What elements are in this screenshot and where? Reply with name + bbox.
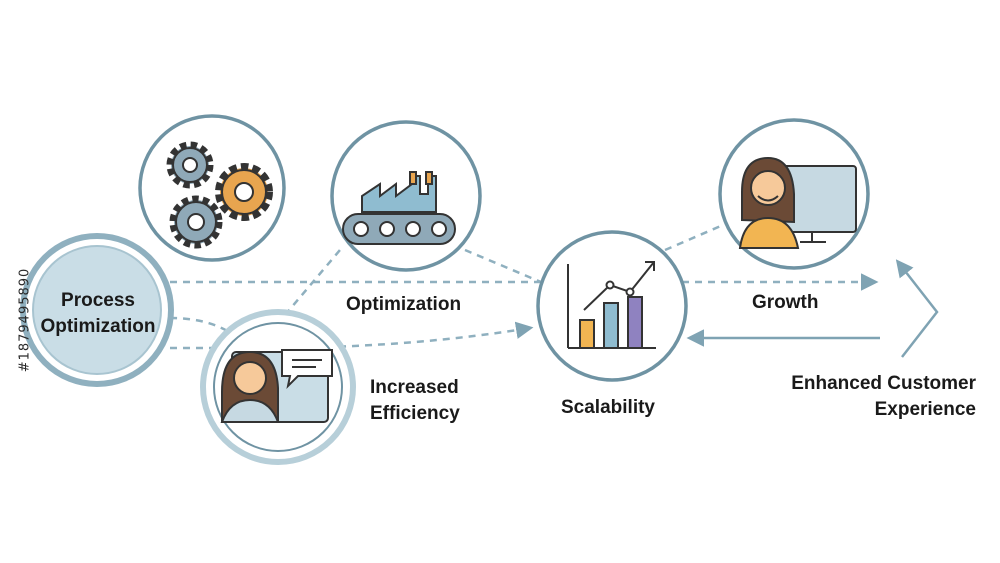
connector-lines [169, 220, 879, 350]
connector-efficiency-to-optimization [284, 249, 341, 316]
enhanced-customer-experience-label: Enhanced Customer Experience [740, 371, 976, 423]
gears-node [138, 114, 286, 262]
process-optimization-line-1: Process [61, 290, 135, 311]
chevron-arrow [895, 259, 939, 358]
scalability-label: Scalability [561, 397, 655, 418]
connector-po-to-scalability-bottom [170, 321, 534, 350]
optimization-node [330, 120, 482, 272]
gear-icon [166, 141, 273, 249]
person-chat-icon [220, 349, 333, 423]
increased-efficiency-line-2: Efficiency [370, 403, 460, 424]
connector-optimization-to-scalability [464, 248, 549, 287]
bar-chart-icon [567, 261, 656, 349]
optimization-label: Optimization [346, 294, 462, 315]
factory-conveyor-icon [342, 171, 456, 245]
process-optimization-line-2: Optimization [40, 316, 156, 337]
enhanced-customer-experience-line-2: Experience [874, 399, 976, 420]
watermark-id-text: #1879495890 [17, 267, 33, 373]
enhanced-customer-experience-line-1: Enhanced Customer [791, 373, 976, 394]
process-optimization-node [20, 233, 174, 387]
growth-label: Growth [752, 292, 819, 313]
increased-efficiency-line-1: Increased [370, 377, 459, 398]
growth-node [718, 118, 870, 270]
increased-efficiency-label: Increased Efficiency [370, 375, 460, 427]
scalability-node [536, 230, 688, 382]
connector-scalability-to-customer [664, 220, 731, 252]
process-optimization-label: Process Optimization [23, 288, 173, 340]
increased-efficiency-node [200, 309, 356, 465]
person-monitor-icon [738, 156, 857, 249]
